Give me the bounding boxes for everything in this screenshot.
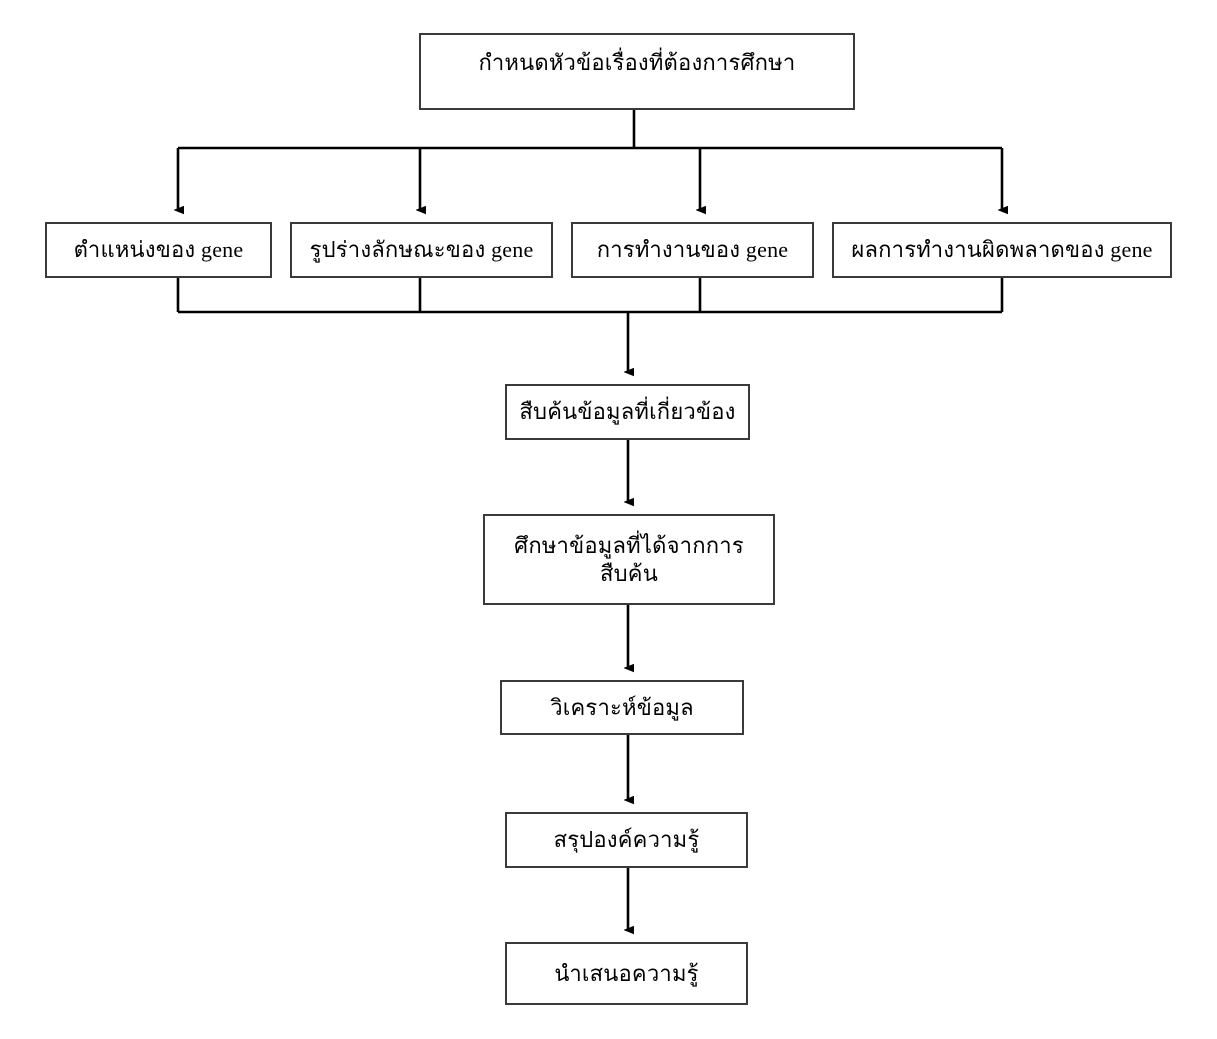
node-study-label: ศึกษาข้อมูลที่ได้จากการ สืบค้น: [514, 533, 744, 586]
node-branch-gene-function[interactable]: การทำงานของ gene: [571, 222, 814, 278]
node-branch-gene-malfunction[interactable]: ผลการทำงานผิดพลาดของ gene: [832, 222, 1172, 278]
node-branch2-label: รูปร่างลักษณะของ gene: [309, 237, 534, 263]
node-search-information[interactable]: สืบค้นข้อมูลที่เกี่ยวข้อง: [505, 384, 750, 440]
node-analyze-label: วิเคราะห์ข้อมูล: [550, 694, 694, 720]
node-search-label: สืบค้นข้อมูลที่เกี่ยวข้อง: [519, 399, 736, 425]
node-topic-label: กำหนดหัวข้อเรื่องที่ต้องการศึกษา: [478, 50, 796, 75]
node-branch4-label: ผลการทำงานผิดพลาดของ gene: [851, 237, 1153, 263]
node-topic[interactable]: กำหนดหัวข้อเรื่องที่ต้องการศึกษา: [419, 33, 855, 110]
node-present-label: นำเสนอความรู้: [554, 960, 699, 986]
node-branch-gene-shape[interactable]: รูปร่างลักษณะของ gene: [290, 222, 553, 278]
node-conclude-label: สรุปองค์ความรู้: [553, 827, 700, 853]
node-branch3-label: การทำงานของ gene: [596, 237, 789, 263]
node-branch1-label: ตำแหน่งของ gene: [73, 237, 244, 263]
node-analyze-data[interactable]: วิเคราะห์ข้อมูล: [500, 680, 744, 735]
node-present-knowledge[interactable]: นำเสนอความรู้: [505, 942, 748, 1005]
node-conclude-knowledge[interactable]: สรุปองค์ความรู้: [505, 812, 748, 868]
node-study-information[interactable]: ศึกษาข้อมูลที่ได้จากการ สืบค้น: [483, 514, 775, 605]
node-branch-gene-position[interactable]: ตำแหน่งของ gene: [45, 222, 272, 278]
